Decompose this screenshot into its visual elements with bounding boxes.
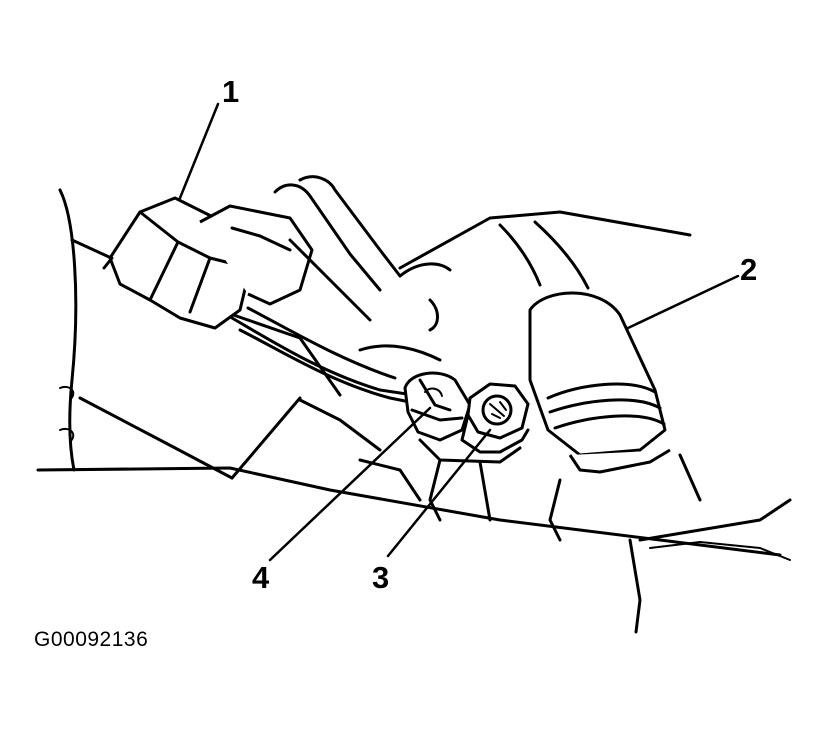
leader-line-3 <box>386 428 492 558</box>
engine-base <box>36 466 792 634</box>
callout-label-1: 1 <box>222 74 239 109</box>
figure-id: G00092136 <box>34 628 149 651</box>
upper-tube <box>273 175 452 322</box>
wire-harness <box>230 306 422 406</box>
hose <box>498 220 702 542</box>
sensor-bracket <box>298 398 522 522</box>
leader-lines <box>178 102 740 562</box>
callout-label-3: 3 <box>372 560 389 595</box>
callout-label-4: 4 <box>252 560 270 595</box>
leader-line-2 <box>626 274 740 330</box>
callout-label-2: 2 <box>740 252 757 287</box>
leader-line-1 <box>178 102 220 200</box>
leader-line-4 <box>268 406 432 562</box>
bolt <box>460 382 530 454</box>
upper-panel <box>358 210 692 362</box>
electrical-connector <box>102 196 314 330</box>
sensor <box>403 371 472 442</box>
